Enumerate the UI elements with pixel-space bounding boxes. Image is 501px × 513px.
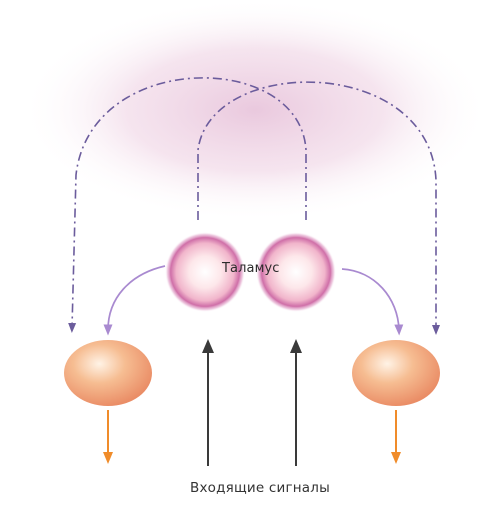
dashdot-paths: [68, 77, 440, 335]
incoming-arrows: [202, 339, 302, 466]
target-nucleus-left: [64, 340, 152, 406]
thalamus-right-nucleus: [256, 232, 336, 312]
curved-arrows: [103, 265, 404, 336]
incoming-signals-label: Входящие сигналы: [190, 480, 330, 496]
output-arrows: [103, 410, 401, 464]
target-nucleus-right: [352, 340, 440, 406]
cortex-region: [20, 0, 490, 222]
thalamus-left-nucleus: [165, 232, 245, 312]
thalamus-label: Таламус: [222, 261, 280, 276]
curved-arrow-right: [341, 268, 404, 336]
dashdot-arc-outer-left: [68, 77, 307, 333]
curved-arrow-left: [103, 265, 166, 336]
dashdot-arc-outer-right: [197, 81, 440, 335]
